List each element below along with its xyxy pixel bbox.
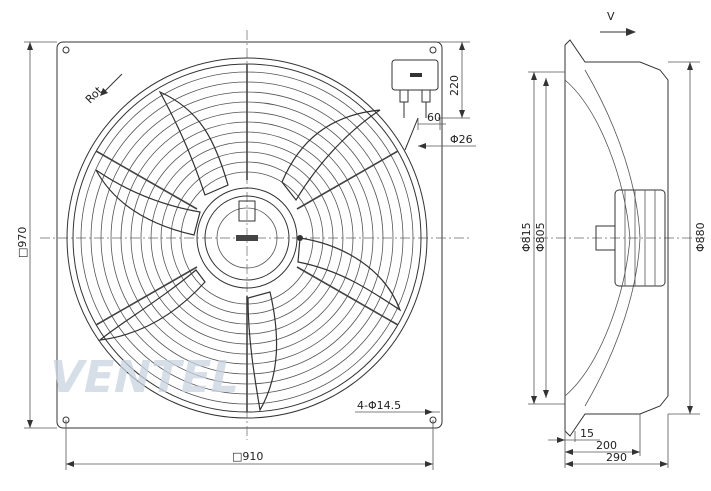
rotation-label: Rot. [83,82,108,107]
side-housing [564,39,669,437]
dim-d815: Φ815 [520,71,565,405]
hub-center-mark [236,235,258,241]
side-venturi [584,69,641,407]
rotation-arrow-icon [100,88,108,96]
dim-box-offset: 60 [417,111,446,130]
side-shaft-hub [595,225,616,251]
mount-hole-tr [429,46,437,54]
d815-label: Φ815 [520,222,533,252]
depth15-label: 15 [580,427,594,440]
width-label: □910 [232,450,263,463]
terminal-box [391,59,439,91]
airflow-arrow-icon [626,28,636,36]
d805-label: Φ805 [534,222,547,252]
rotation-indicator: Rot. [83,73,123,107]
mounting-plate [56,41,443,429]
hub-rotor [204,195,290,281]
mount-hole-tl [62,46,70,54]
fan-blades [95,90,402,412]
hub-label-plate [238,200,256,222]
dim-height: □970 [16,41,57,429]
cable-run [404,117,419,151]
front-view: Rot. □970 □910 4-Φ14.5 [16,30,476,470]
d880-label: Φ880 [694,222,707,252]
depth290-label: 290 [606,451,627,464]
dim-depths: 15 200 290 [548,414,669,468]
dim-d805: Φ805 [534,78,549,398]
guard-outer-ring [66,57,428,419]
side-blade-profile [564,79,631,397]
box-offset-label: 60 [427,111,441,124]
terminal-box-logo [410,73,422,77]
hub-inner [216,207,278,269]
hub-bolt-right [297,235,303,241]
hole-label: 4-Φ14.5 [357,399,401,412]
dim-box-height: 220 [438,41,470,119]
dim-holes: 4-Φ14.5 [355,399,440,415]
depth200-label: 200 [596,439,617,452]
side-view: V Φ815 Φ805 [520,10,707,468]
dim-width: □910 [65,420,434,470]
cable-gland-left [399,89,409,103]
dim-cable: Φ26 [418,133,476,149]
cable-label: Φ26 [450,133,473,146]
watermark-text: VENTEL [44,352,244,402]
cable-gland-right [421,89,431,103]
dim-d880: Φ880 [668,61,707,415]
height-label: □970 [16,227,29,258]
guard-spokes [95,64,399,412]
box-height-label: 220 [448,75,461,96]
airflow-label: V [607,10,615,23]
